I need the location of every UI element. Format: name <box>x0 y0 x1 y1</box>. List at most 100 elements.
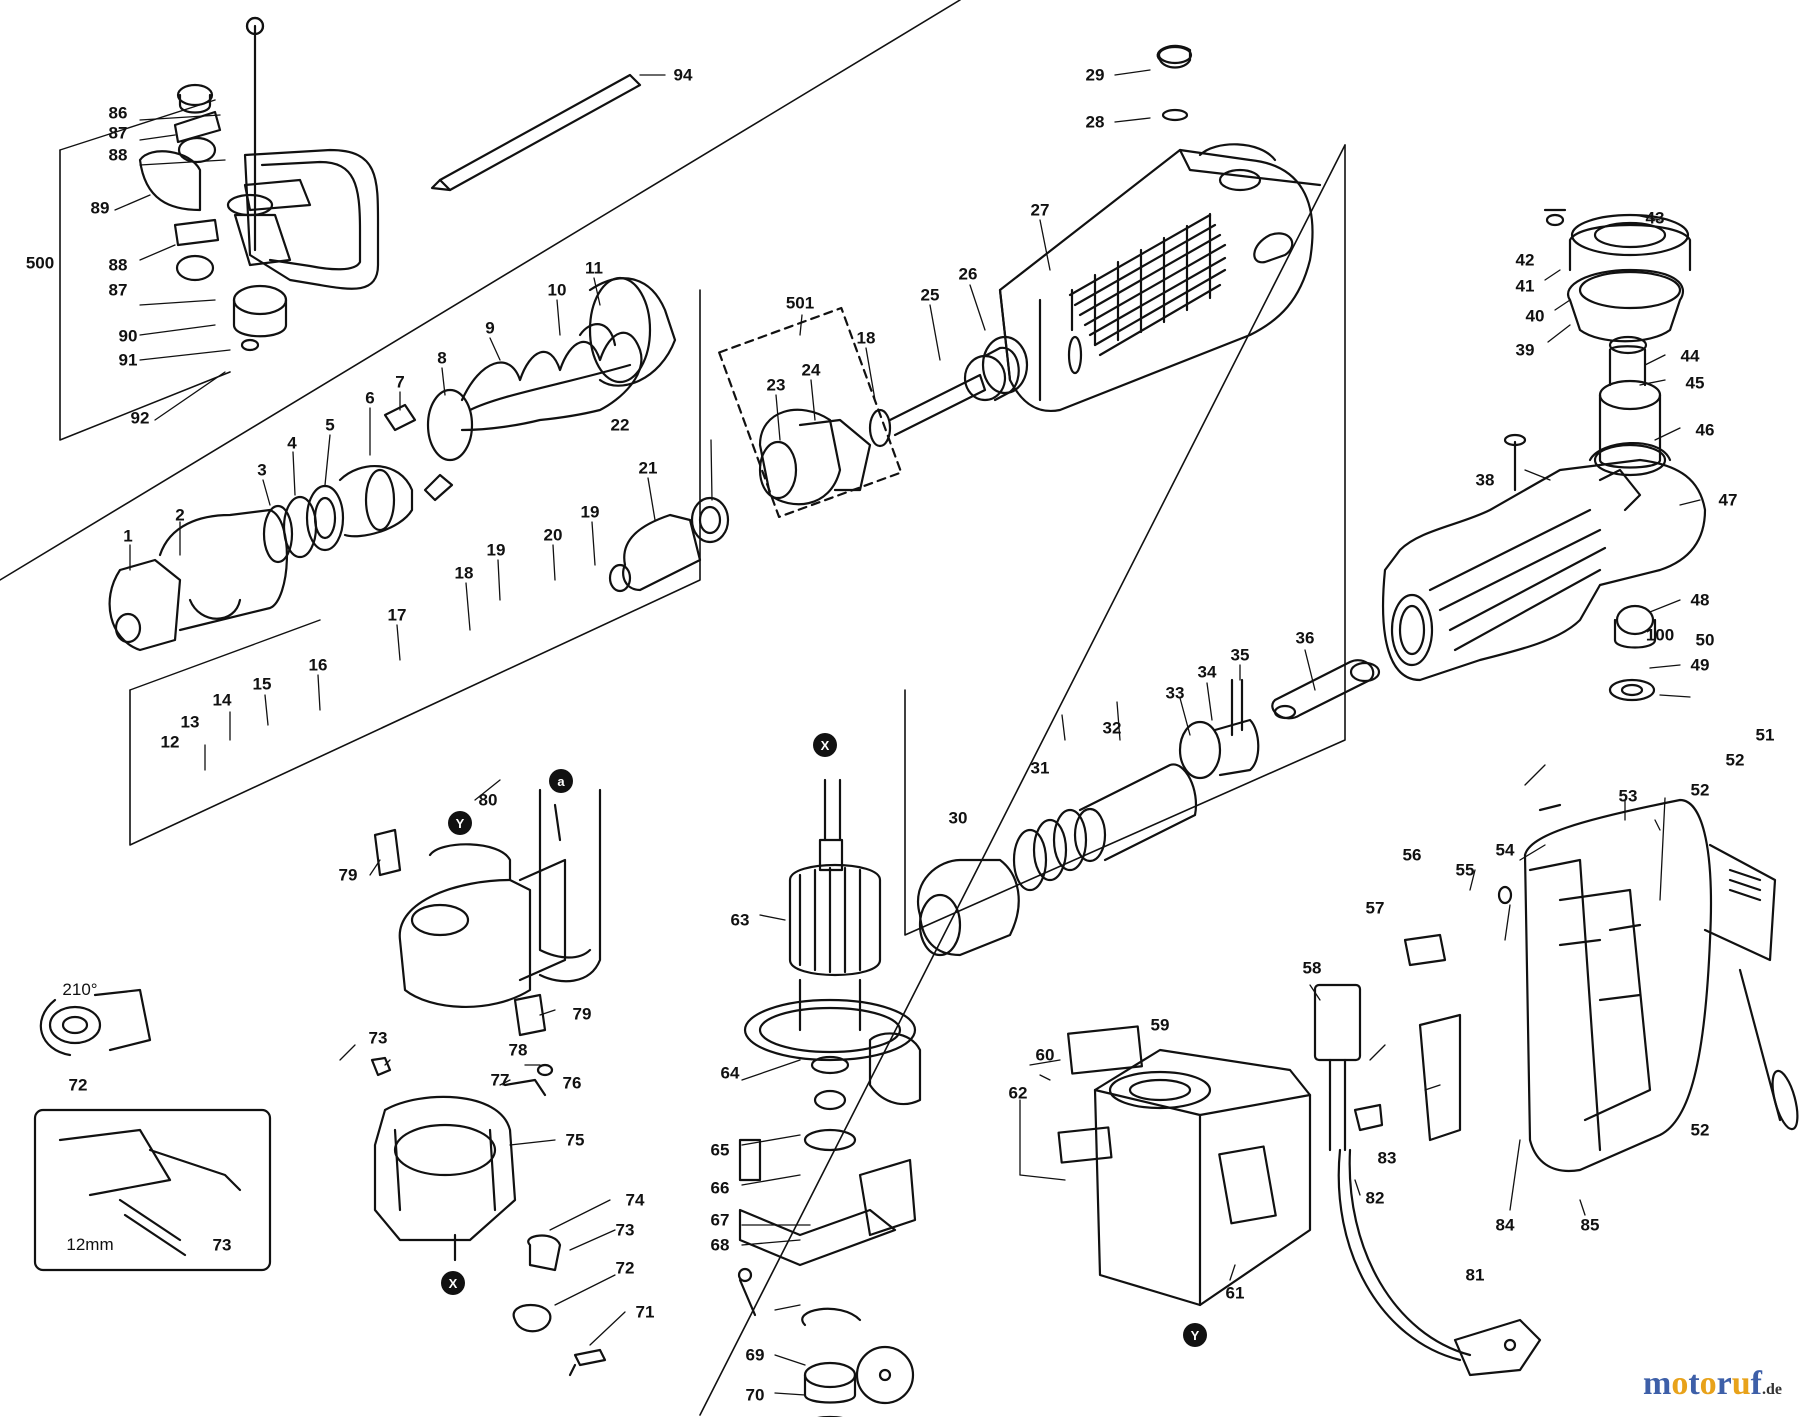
connector-marker: Y <box>448 811 472 835</box>
rear-handle-group <box>1497 798 1799 1173</box>
part-label: 94 <box>673 65 693 85</box>
part-label: 90 <box>118 326 138 346</box>
part-label: 74 <box>625 1190 645 1210</box>
part-label: 40 <box>1525 306 1545 326</box>
part-label: 48 <box>1690 590 1710 610</box>
part-label: 77 <box>490 1070 510 1090</box>
part-label: 73 <box>615 1220 635 1240</box>
part-label: 500 <box>25 253 55 273</box>
part-label: 26 <box>958 264 978 284</box>
part-label: 23 <box>766 375 786 395</box>
length-dimension-text: 12mm <box>66 1235 114 1254</box>
part-label: 100 <box>1645 625 1675 645</box>
part-label: 88 <box>108 255 128 275</box>
side-handle-group <box>138 16 642 352</box>
part-label: 19 <box>486 540 506 560</box>
connector-marker: a <box>549 769 573 793</box>
part-label: 3 <box>257 460 267 480</box>
part-label: 36 <box>1295 628 1315 648</box>
part-label: 64 <box>720 1063 740 1083</box>
part-label: 17 <box>387 605 407 625</box>
part-label: 79 <box>338 865 358 885</box>
part-label: 18 <box>454 563 474 583</box>
part-label: 67 <box>710 1210 730 1230</box>
part-label: 78 <box>508 1040 528 1060</box>
part-label: 12 <box>160 732 180 752</box>
part-label: 11 <box>585 258 603 278</box>
part-label: 19 <box>580 502 600 522</box>
handle-housing-group <box>1057 1025 1312 1307</box>
gear-housing-group <box>998 44 1322 413</box>
part-label: 51 <box>1755 725 1775 745</box>
part-label: 75 <box>565 1130 585 1150</box>
part-label: 1 <box>123 526 133 546</box>
part-label: 6 <box>365 388 375 408</box>
switch-cable-group <box>1313 933 1542 1377</box>
part-label: 84 <box>1495 1215 1515 1235</box>
connector-marker: X <box>813 733 837 757</box>
part-label: 21 <box>638 458 658 478</box>
part-label: 34 <box>1197 662 1217 682</box>
part-label: 72 <box>615 1258 635 1278</box>
part-label: 5 <box>325 415 335 435</box>
part-label: 56 <box>1402 845 1422 865</box>
part-label: 63 <box>730 910 750 930</box>
part-label: 50 <box>1695 630 1715 650</box>
part-label: 8 <box>437 348 447 368</box>
field-coil-group <box>373 788 602 1037</box>
part-label: 92 <box>130 408 150 428</box>
part-label: 24 <box>801 360 821 380</box>
part-label: 32 <box>1102 718 1122 738</box>
part-label: 14 <box>212 690 232 710</box>
part-label: 9 <box>485 318 495 338</box>
part-label: 16 <box>308 655 328 675</box>
watermark-text: motoruf <box>1643 1365 1762 1402</box>
part-label: 4 <box>287 433 297 453</box>
armature-group <box>737 778 922 1417</box>
part-label: 52 <box>1690 1120 1710 1140</box>
part-label: 57 <box>1365 898 1385 918</box>
part-label: 86 <box>108 103 128 123</box>
part-label: 58 <box>1302 958 1322 978</box>
part-label: 29 <box>1085 65 1105 85</box>
part-label: 45 <box>1685 373 1705 393</box>
clutch-group <box>608 306 1029 593</box>
chisel-group <box>245 16 265 36</box>
part-label: 41 <box>1515 276 1535 296</box>
part-label: 28 <box>1085 112 1105 132</box>
part-label: 22 <box>610 415 630 435</box>
part-label: 73 <box>368 1028 388 1048</box>
inset-views <box>33 988 272 1272</box>
part-label: 72 <box>68 1075 88 1095</box>
part-label: 27 <box>1030 200 1050 220</box>
part-label: 25 <box>920 285 940 305</box>
part-label: 54 <box>1495 840 1515 860</box>
part-label: 52 <box>1725 750 1745 770</box>
part-label: 89 <box>90 198 110 218</box>
part-label: 39 <box>1515 340 1535 360</box>
part-label: 59 <box>1150 1015 1170 1035</box>
part-label: 53 <box>1618 786 1638 806</box>
part-label: 79 <box>572 1004 592 1024</box>
cylinder-group <box>917 659 1381 957</box>
part-label: 15 <box>252 674 272 694</box>
part-label: 87 <box>108 280 128 300</box>
part-label: 47 <box>1718 490 1738 510</box>
watermark-suffix: .de <box>1762 1381 1782 1398</box>
part-label: 69 <box>745 1345 765 1365</box>
part-label: 43 <box>1645 208 1665 228</box>
part-label: 18 <box>856 328 876 348</box>
part-label: 87 <box>108 123 128 143</box>
part-label: 66 <box>710 1178 730 1198</box>
watermark-logo: motoruf.de <box>1643 1365 1782 1403</box>
part-label: 501 <box>785 293 815 313</box>
part-label: 10 <box>547 280 567 300</box>
part-label: 7 <box>395 372 405 392</box>
part-label: 52 <box>1690 780 1710 800</box>
part-label: 42 <box>1515 250 1535 270</box>
part-label: 33 <box>1165 683 1185 703</box>
part-label: 73 <box>212 1235 232 1255</box>
part-label: 30 <box>948 808 968 828</box>
